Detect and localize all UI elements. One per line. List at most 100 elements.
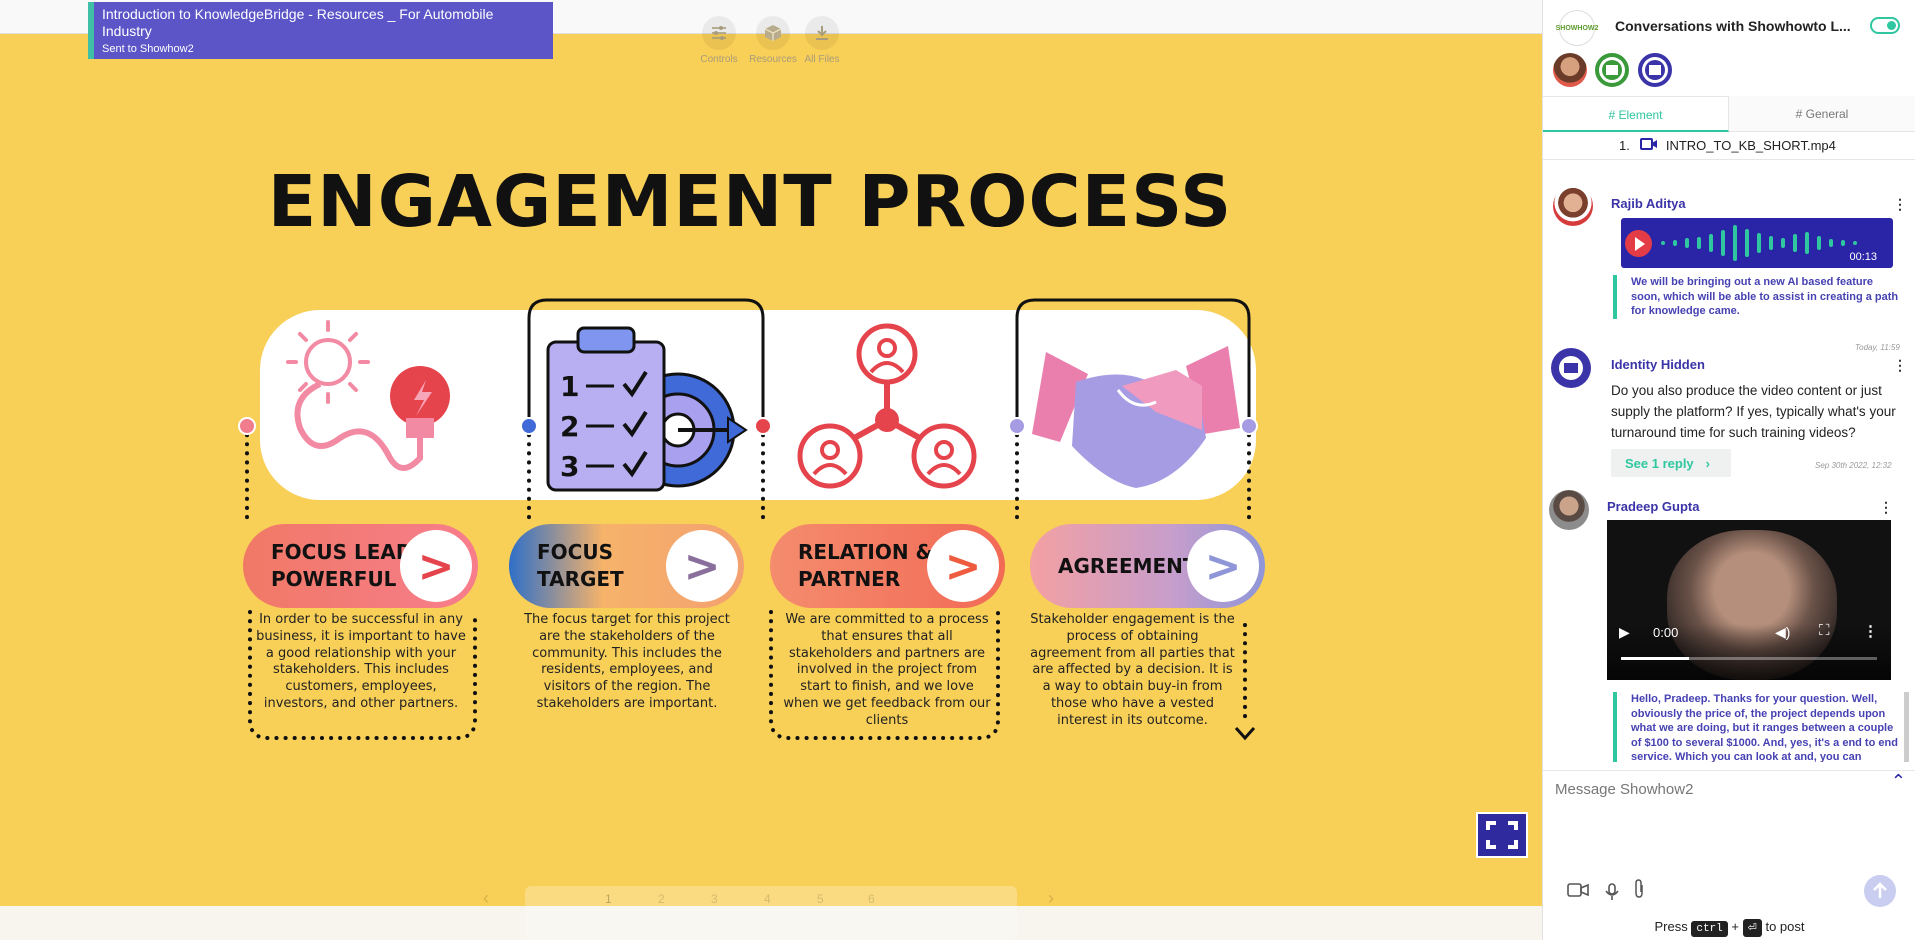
svg-text:2: 2 — [560, 410, 579, 443]
participant-avatar[interactable] — [1638, 53, 1672, 87]
see-reply-label: See 1 reply — [1625, 455, 1694, 471]
play-icon[interactable] — [1625, 230, 1652, 257]
file-index: 1. — [1619, 138, 1630, 153]
prev-slide-button[interactable]: ‹ — [483, 888, 489, 908]
download-icon — [805, 16, 839, 50]
play-icon[interactable]: ▶ — [1619, 624, 1630, 640]
arrow-up-icon — [1873, 882, 1887, 898]
slide-5-button[interactable]: 5 — [817, 892, 824, 906]
reply-text: Hello, Pradeep. Thanks for your question… — [1613, 692, 1909, 762]
conversation-panel: SHOWHOW2 Conversations with Showhowto L.… — [1542, 0, 1915, 940]
slide-4-button[interactable]: 4 — [764, 892, 771, 906]
slide-2-button[interactable]: 2 — [658, 892, 665, 906]
controls-button[interactable]: Controls — [689, 16, 749, 65]
banner-subtitle: Sent to Showhow2 — [102, 43, 194, 55]
step3-description: We are committed to a process that ensur… — [783, 612, 991, 728]
tab-element[interactable]: # Element — [1543, 96, 1729, 132]
volume-icon[interactable]: ◀) — [1775, 624, 1791, 640]
video-record-icon[interactable] — [1567, 883, 1589, 902]
svg-text:3: 3 — [560, 450, 579, 483]
all-files-label: All Files — [804, 54, 840, 65]
author-name: Pradeep Gupta — [1607, 499, 1700, 514]
message-timestamp: Sep 30th 2022, 12:32 — [1815, 461, 1892, 470]
audio-player[interactable]: 00:13 — [1621, 218, 1893, 268]
step-pill-focus-target[interactable]: FOCUS TARGET > — [509, 524, 744, 608]
see-reply-button[interactable]: See 1 reply › — [1611, 449, 1731, 477]
slide-3-button[interactable]: 3 — [711, 892, 718, 906]
step-pill-relation-partner[interactable]: RELATION &PARTNER > — [770, 524, 1005, 608]
slide-thumbnails — [525, 886, 1017, 940]
tab-general[interactable]: # General — [1729, 96, 1915, 132]
showhow2-logo: SHOWHOW2 — [1556, 10, 1598, 46]
more-options-icon[interactable]: ⋮ — [1879, 499, 1893, 515]
lightbulb-icon — [286, 320, 450, 471]
hint-suffix: to post — [1765, 919, 1805, 934]
step3-label-line2: PARTNER — [798, 567, 901, 591]
panel-toggle[interactable] — [1870, 17, 1900, 34]
hint-prefix: Press — [1654, 919, 1688, 934]
audio-duration: 00:13 — [1849, 251, 1877, 263]
step2-description: The focus target for this project are th… — [524, 612, 730, 711]
author-name: Rajib Aditya — [1611, 196, 1686, 211]
controls-label: Controls — [700, 54, 738, 65]
participant-avatar[interactable] — [1553, 53, 1587, 87]
participant-avatar[interactable] — [1595, 53, 1629, 87]
step1-label-line1: FOCUS LEAD — [271, 540, 413, 564]
step2-label-line1: FOCUS — [537, 540, 613, 564]
video-file-icon — [1639, 138, 1658, 153]
network-people-icon — [797, 323, 977, 489]
microphone-icon[interactable] — [1605, 883, 1619, 906]
fullscreen-button[interactable] — [1476, 812, 1528, 858]
video-progress[interactable] — [1621, 657, 1877, 660]
chevron-right-icon: > — [666, 530, 738, 602]
chevron-up-icon[interactable]: ⌃ — [1890, 771, 1906, 791]
step-pill-agreement[interactable]: AGREEMENT > — [1030, 524, 1265, 608]
step1-description: In order to be successful in any busines… — [256, 612, 466, 711]
reply-text: We will be bringing out a new AI based f… — [1613, 275, 1903, 319]
message-text: Do you also produce the video content or… — [1611, 383, 1896, 440]
message-timestamp: Today, 11:59 — [1855, 343, 1900, 352]
step3-label-line1: RELATION & — [798, 540, 933, 564]
sliders-icon — [702, 16, 736, 50]
send-button[interactable] — [1864, 875, 1896, 907]
expand-icon — [1486, 821, 1518, 849]
resources-label: Resources — [749, 54, 797, 65]
author-avatar — [1551, 348, 1591, 388]
more-options-icon[interactable]: ⋮ — [1863, 623, 1878, 640]
all-files-button[interactable]: All Files — [792, 16, 852, 65]
message-composer: Message Showhow2 ⌃ Press ctrl + ⏎ to pos… — [1543, 770, 1915, 940]
video-time: 0:00 — [1653, 625, 1679, 640]
author-name: Identity Hidden — [1611, 357, 1705, 372]
step4-description: Stakeholder engagement is the process of… — [1030, 612, 1235, 728]
step-pill-focus-lead[interactable]: FOCUS LEAD POWERFUL > — [243, 524, 478, 608]
presentation-stage: Introduction to KnowledgeBridge - Resour… — [0, 0, 1542, 940]
more-options-icon[interactable]: ⋮ — [1893, 196, 1907, 212]
resources-button[interactable]: Resources — [743, 16, 803, 65]
svg-text:1: 1 — [560, 370, 579, 403]
slide-title: ENGAGEMENT PROCESS — [267, 160, 1233, 243]
slide-1-button[interactable]: 1 — [605, 892, 612, 906]
chevron-right-icon: > — [400, 530, 472, 602]
enter-key: ⏎ — [1742, 919, 1762, 937]
sent-banner: Introduction to KnowledgeBridge - Resour… — [88, 2, 553, 59]
step2-label-line2: TARGET — [537, 567, 624, 591]
file-name: INTRO_TO_KB_SHORT.mp4 — [1665, 138, 1836, 153]
ctrl-key: ctrl — [1691, 921, 1728, 937]
bottom-nav — [0, 906, 1542, 940]
attachment-icon[interactable] — [1633, 879, 1645, 904]
hint-plus: + — [1731, 919, 1739, 934]
video-player[interactable]: ▶ 0:00 ◀) ⛶ ⋮ — [1607, 520, 1891, 680]
next-slide-button[interactable]: › — [1048, 888, 1054, 908]
attached-file-row[interactable]: 1. INTRO_TO_KB_SHORT.mp4 — [1543, 132, 1915, 160]
slide-6-button[interactable]: 6 — [868, 892, 875, 906]
step1-label-line2: POWERFUL — [271, 567, 397, 591]
more-options-icon[interactable]: ⋮ — [1893, 357, 1907, 373]
author-avatar — [1549, 490, 1589, 530]
waveform-icon — [1661, 225, 1857, 261]
chevron-right-icon: › — [1705, 455, 1710, 471]
post-hint: Press ctrl + ⏎ to post — [1543, 919, 1915, 937]
message-input[interactable]: Message Showhow2 — [1555, 781, 1694, 798]
panel-header: SHOWHOW2 Conversations with Showhowto L.… — [1543, 0, 1915, 52]
banner-title: Introduction to KnowledgeBridge - Resour… — [102, 6, 494, 39]
fullscreen-icon[interactable]: ⛶ — [1819, 622, 1830, 639]
